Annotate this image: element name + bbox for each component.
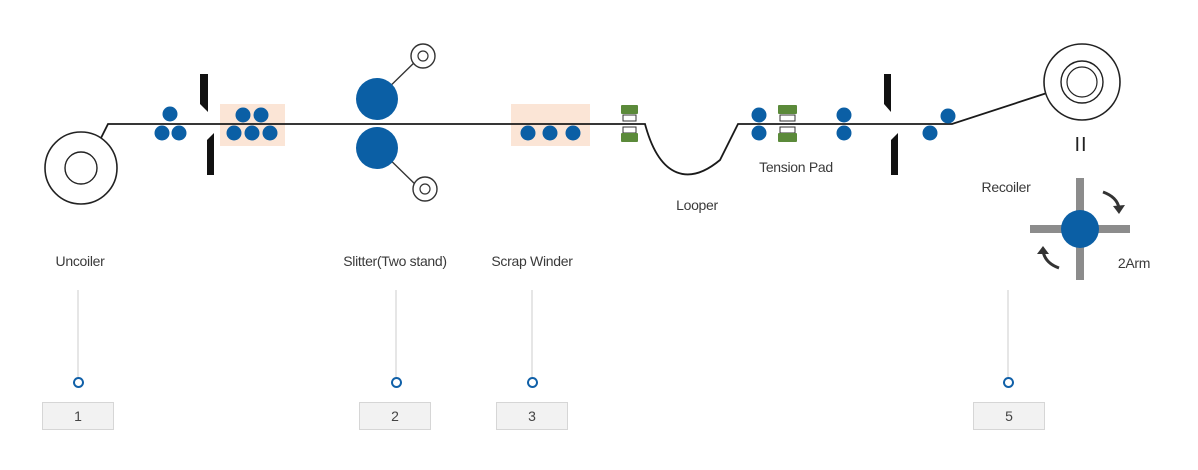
- scrap-winder-rollers: [520, 125, 581, 141]
- entry-shear: [200, 74, 214, 175]
- exit-rollers: [922, 108, 956, 141]
- step-button-3[interactable]: 3: [496, 402, 568, 430]
- label-looper: Looper: [676, 197, 718, 213]
- label-slitter: Slitter(Two stand): [343, 253, 447, 269]
- tension-rollers-right: [836, 107, 852, 141]
- pad-pair-1: [621, 105, 638, 142]
- entry-pinch-rollers: [226, 107, 278, 141]
- slitter-knives: [356, 43, 438, 202]
- entry-rollers: [154, 106, 187, 141]
- step-button-5[interactable]: 5: [973, 402, 1045, 430]
- label-uncoiler: Uncoiler: [55, 253, 105, 269]
- label-scrap-winder: Scrap Winder: [491, 253, 573, 269]
- label-recoiler: Recoiler: [981, 179, 1031, 195]
- curved-arrow-cw-icon: [1102, 190, 1125, 214]
- tension-pad: [778, 105, 797, 142]
- label-recoiler-arms: 2Arm: [1117, 255, 1151, 271]
- step-button-2[interactable]: 2: [359, 402, 431, 430]
- step-button-1[interactable]: 1: [42, 402, 114, 430]
- recoiler-coil: [1043, 43, 1121, 121]
- marker-dot-5[interactable]: [1003, 377, 1014, 388]
- curved-arrow-ccw-icon: [1037, 246, 1060, 270]
- marker-dot-1[interactable]: [73, 377, 84, 388]
- leader-lines: [77, 290, 1009, 377]
- recoiler-separator-mark: II: [1074, 134, 1088, 156]
- exit-shear: [884, 74, 898, 175]
- recoiler-arm-cross: [1030, 178, 1130, 280]
- marker-dot-2[interactable]: [391, 377, 402, 388]
- marker-dot-3[interactable]: [527, 377, 538, 388]
- label-tension-pad: Tension Pad: [759, 159, 833, 175]
- tension-rollers-left: [751, 107, 767, 141]
- strip-line: [99, 91, 1051, 176]
- uncoiler-coil: [44, 131, 118, 205]
